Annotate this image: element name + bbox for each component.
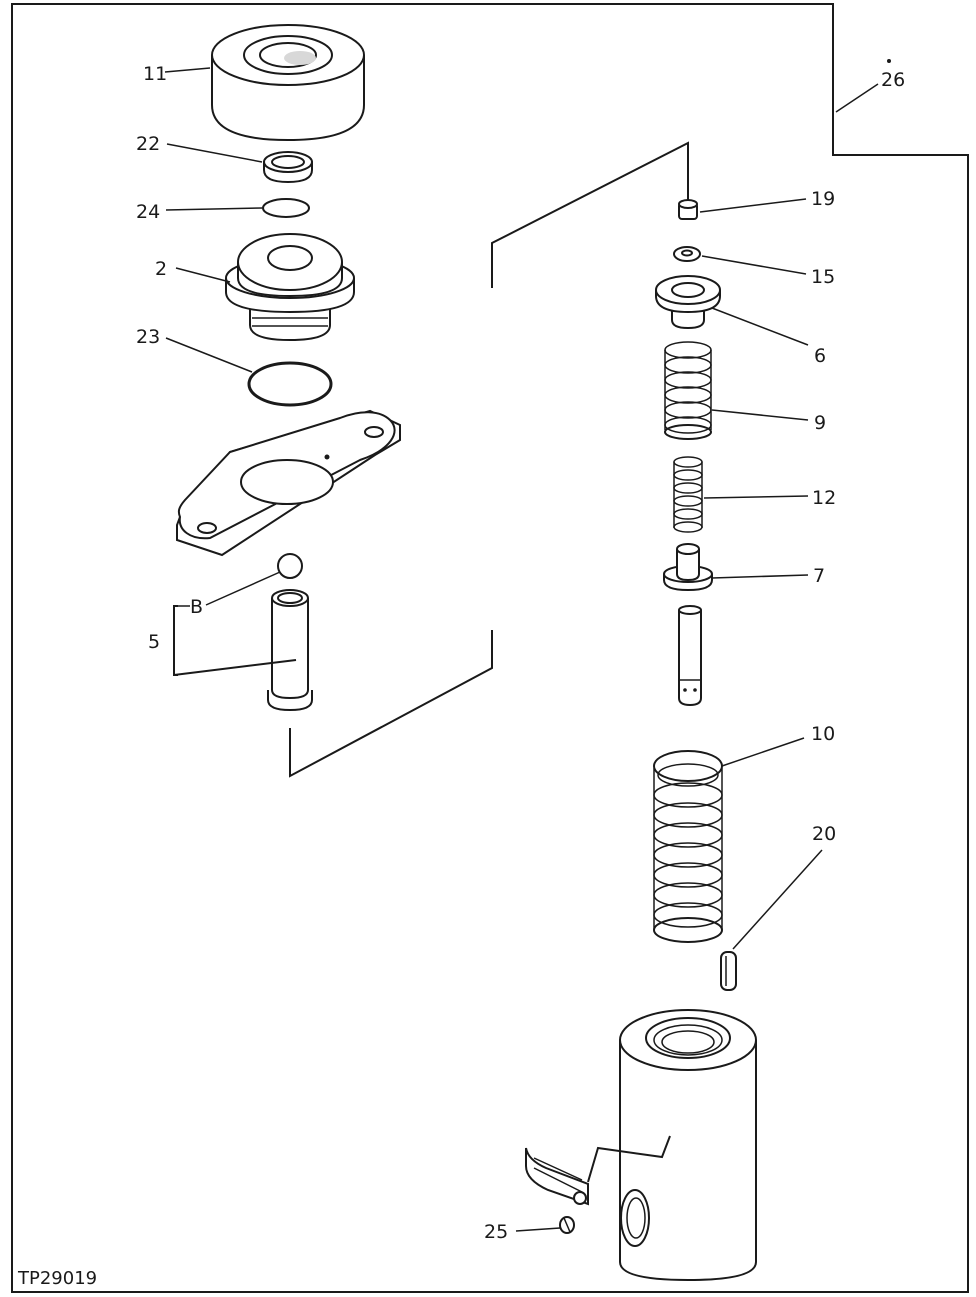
bracket-5 — [173, 605, 178, 676]
part-2-adapter — [225, 233, 355, 342]
leader-15 — [701, 255, 807, 275]
callout-7: 7 — [813, 565, 825, 587]
leader-23 — [165, 337, 253, 373]
callout-23: 23 — [136, 326, 160, 348]
part-24-o-ring — [262, 198, 310, 218]
callout-11: 11 — [143, 63, 167, 85]
leader-12 — [703, 495, 809, 499]
leader-9 — [711, 409, 809, 421]
leader-5 — [173, 659, 297, 676]
callout-19: 19 — [811, 188, 835, 210]
part-7-guide — [663, 543, 713, 592]
part-9-spring — [664, 341, 712, 440]
part-6-spring-seat — [655, 275, 721, 330]
part-23-o-ring — [247, 361, 333, 407]
part-20-pin — [720, 951, 737, 991]
part-25-screw — [559, 1216, 575, 1234]
callout-b: B — [190, 596, 203, 618]
callout-5: 5 — [148, 631, 160, 653]
retaining-clip — [525, 1147, 589, 1206]
part-11-cap — [211, 24, 365, 142]
leader-20 — [732, 849, 823, 950]
ball-b — [277, 553, 303, 579]
leader-25 — [515, 1227, 561, 1232]
callout-22: 22 — [136, 133, 160, 155]
leader-24 — [165, 207, 263, 211]
callout-25: 25 — [484, 1221, 508, 1243]
leader-11 — [164, 67, 211, 73]
callout-6: 6 — [814, 345, 826, 367]
leader-6 — [711, 307, 809, 346]
diagram-frame — [11, 3, 969, 1293]
part-5-sleeve — [267, 589, 313, 712]
callout-10: 10 — [811, 723, 835, 745]
leader-2 — [175, 267, 231, 283]
leader-22 — [166, 143, 263, 163]
callout-12: 12 — [812, 487, 836, 509]
leader-19 — [699, 198, 807, 213]
callout-15: 15 — [811, 266, 835, 288]
flange-plate — [176, 409, 401, 557]
figure-id: TP29019 — [17, 1268, 97, 1289]
part-19-screw — [678, 199, 698, 220]
plunger-rod — [678, 605, 702, 707]
leader-7 — [711, 574, 809, 579]
part-12-inner-spring — [673, 456, 703, 533]
part-15-washer — [673, 246, 701, 262]
assembly-phantom-line — [289, 141, 689, 778]
callout-20: 20 — [812, 823, 836, 845]
callout-26: 26 — [881, 69, 905, 91]
leader-26 — [835, 83, 879, 113]
callout-2: 2 — [155, 258, 167, 280]
part-22-ring — [263, 151, 313, 184]
leader-10 — [721, 737, 805, 767]
leader-b — [205, 571, 281, 606]
valve-body — [587, 1009, 757, 1282]
part-10-large-spring — [653, 750, 723, 943]
callout-9: 9 — [814, 412, 826, 434]
dot-26 — [887, 59, 891, 63]
callout-24: 24 — [136, 201, 160, 223]
